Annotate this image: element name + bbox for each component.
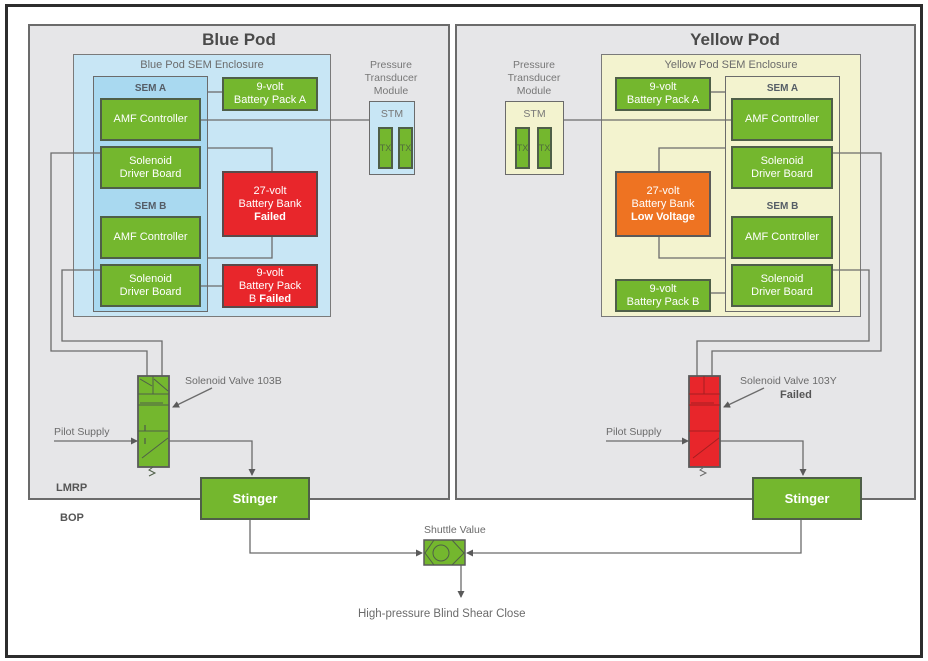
yellow-tx-2[interactable]: TX (537, 127, 552, 169)
yellow-solenoid-valve (688, 375, 721, 477)
yellow-sem-b-label: SEM B (766, 201, 799, 212)
blue-battery-b-prefix: B (248, 292, 257, 305)
blue-battery-pack-a[interactable]: 9-volt Battery Pack A (222, 77, 318, 111)
bop-label: BOP (60, 512, 84, 524)
yellow-tx-1[interactable]: TX (515, 127, 530, 169)
wire-blue-stinger-shuttle (249, 519, 423, 557)
yellow-battery-pack-b[interactable]: 9-volt Battery Pack B (615, 279, 711, 312)
yellow-sem-b-sdb-line2: Driver Board (751, 285, 813, 298)
blue-battery-b-line2: Battery Pack (238, 279, 302, 292)
blue-valve-pointer (172, 387, 213, 408)
yellow-battery-bank-line1: 27-volt (646, 184, 680, 197)
yellow-sem-a-sdb-line2: Driver Board (751, 167, 813, 180)
yellow-stm-label: STM (523, 108, 546, 120)
yellow-ptm-label-line3: Module (516, 85, 552, 97)
blue-stinger-label: Stinger (232, 491, 278, 506)
yellow-valve-label: Solenoid Valve 103Y (740, 375, 837, 387)
wire-yellow-stinger-shuttle (466, 519, 802, 557)
blue-battery-bank-line1: 27-volt (253, 184, 287, 197)
blue-stm-label: STM (380, 108, 404, 120)
yellow-pilot-supply-label: Pilot Supply (606, 426, 662, 438)
yellow-sem-a-solenoid-driver-board[interactable]: Solenoid Driver Board (731, 146, 833, 189)
blue-sem-b-sdb-line2: Driver Board (119, 285, 182, 298)
blue-battery-a-line2: Battery Pack A (233, 94, 307, 106)
blue-tx-1[interactable]: TX (378, 127, 393, 169)
yellow-valve-status: Failed (780, 389, 812, 401)
blue-pilot-supply-label: Pilot Supply (54, 426, 110, 438)
wire-yellow-sdb-a-valve (711, 152, 882, 376)
blue-solenoid-valve (137, 375, 170, 477)
blue-valve-label: Solenoid Valve 103B (185, 375, 282, 387)
blue-sem-b-amf-label: AMF Controller (113, 231, 188, 243)
yellow-battery-b-line1: 9-volt (649, 282, 677, 295)
blue-ptm-label-line1: Pressure (369, 59, 412, 71)
blue-ptm-label-line3: Module (373, 85, 409, 97)
yellow-battery-bank-line2: Battery Bank (631, 197, 695, 210)
blue-pod-title: Blue Pod (202, 30, 276, 49)
blue-sem-b-label: SEM B (134, 201, 167, 212)
yellow-stm-module[interactable] (505, 101, 564, 175)
blue-sem-b-sdb-line1: Solenoid (129, 272, 172, 285)
wire-yellow-27v-bottom (658, 236, 725, 259)
blue-stinger[interactable]: Stinger (200, 477, 310, 520)
yellow-battery-a-line1: 9-volt (649, 81, 677, 93)
yellow-battery-a-line2: Battery Pack A (626, 94, 700, 106)
blue-sem-a-solenoid-driver-board[interactable]: Solenoid Driver Board (100, 146, 201, 189)
yellow-stinger[interactable]: Stinger (752, 477, 862, 520)
yellow-sem-a-label: SEM A (766, 83, 799, 94)
blue-sem-a-amf-controller[interactable]: AMF Controller (100, 98, 201, 141)
blue-sem-a-label: SEM A (134, 83, 167, 94)
wire-yellow-sdb-b-valve (696, 269, 870, 376)
yellow-battery-pack-a[interactable]: 9-volt Battery Pack A (615, 77, 711, 111)
blue-sem-a-amf-label: AMF Controller (113, 113, 188, 125)
blue-battery-bank-27v[interactable]: 27-volt Battery Bank Failed (222, 171, 318, 237)
yellow-stinger-label: Stinger (784, 491, 830, 506)
blue-battery-a-line1: 9-volt (256, 81, 284, 93)
blue-battery-bank-status: Failed (254, 210, 286, 223)
wire-blue-27v-bottom (207, 236, 273, 259)
blue-ptm-label: Pressure Transducer Module (356, 59, 426, 98)
blue-enclosure-label: Blue Pod SEM Enclosure (140, 59, 264, 71)
wire-blue-sdb-a-valve (50, 152, 148, 376)
blue-sem-a-sdb-line1: Solenoid (129, 154, 172, 167)
yellow-ptm-label-line2: Transducer (507, 72, 561, 84)
yellow-sem-a-sdb-line1: Solenoid (760, 154, 804, 167)
wire-blue-sdb-b-valve (61, 269, 163, 376)
wire-yellow-valve-stinger (720, 440, 807, 476)
yellow-sem-b-amf-controller[interactable]: AMF Controller (731, 216, 833, 259)
blue-tx-2[interactable]: TX (398, 127, 413, 169)
yellow-battery-bank-27v[interactable]: 27-volt Battery Bank Low Voltage (615, 171, 711, 237)
blue-battery-pack-b[interactable]: 9-volt Battery Pack B Failed (222, 264, 318, 308)
yellow-sem-b-amf-label: AMF Controller (745, 231, 819, 243)
yellow-sem-a-amf-controller[interactable]: AMF Controller (731, 98, 833, 141)
output-label: High-pressure Blind Shear Close (358, 608, 526, 620)
yellow-sem-b-solenoid-driver-board[interactable]: Solenoid Driver Board (731, 264, 833, 307)
blue-ptm-label-line2: Transducer (364, 72, 418, 84)
wire-blue-valve-stinger (169, 440, 256, 476)
wire-yellow-27v-top (658, 147, 725, 171)
blue-battery-bank-line2: Battery Bank (238, 197, 302, 210)
yellow-sem-b-sdb-line1: Solenoid (760, 272, 804, 285)
yellow-battery-b-line2: Battery Pack B (626, 295, 700, 308)
yellow-sem-a-amf-label: AMF Controller (745, 113, 819, 125)
blue-sem-b-amf-controller[interactable]: AMF Controller (100, 216, 201, 259)
blue-battery-b-status: Failed (259, 292, 292, 305)
yellow-valve-pointer (723, 387, 765, 408)
yellow-ptm-label-line1: Pressure (512, 59, 555, 71)
yellow-battery-bank-status: Low Voltage (631, 210, 695, 223)
shuttle-valve-label: Shuttle Value (424, 524, 486, 536)
blue-sem-b-solenoid-driver-board[interactable]: Solenoid Driver Board (100, 264, 201, 307)
wire-blue-27v-top (207, 147, 273, 171)
blue-battery-b-line1: 9-volt (256, 266, 284, 279)
shuttle-valve (423, 539, 466, 566)
yellow-ptm-label: Pressure Transducer Module (499, 59, 569, 98)
yellow-pod-title: Yellow Pod (690, 30, 780, 49)
lmrp-label: LMRP (56, 482, 88, 494)
yellow-enclosure-label: Yellow Pod SEM Enclosure (664, 59, 798, 71)
blue-sem-a-sdb-line2: Driver Board (119, 167, 182, 180)
